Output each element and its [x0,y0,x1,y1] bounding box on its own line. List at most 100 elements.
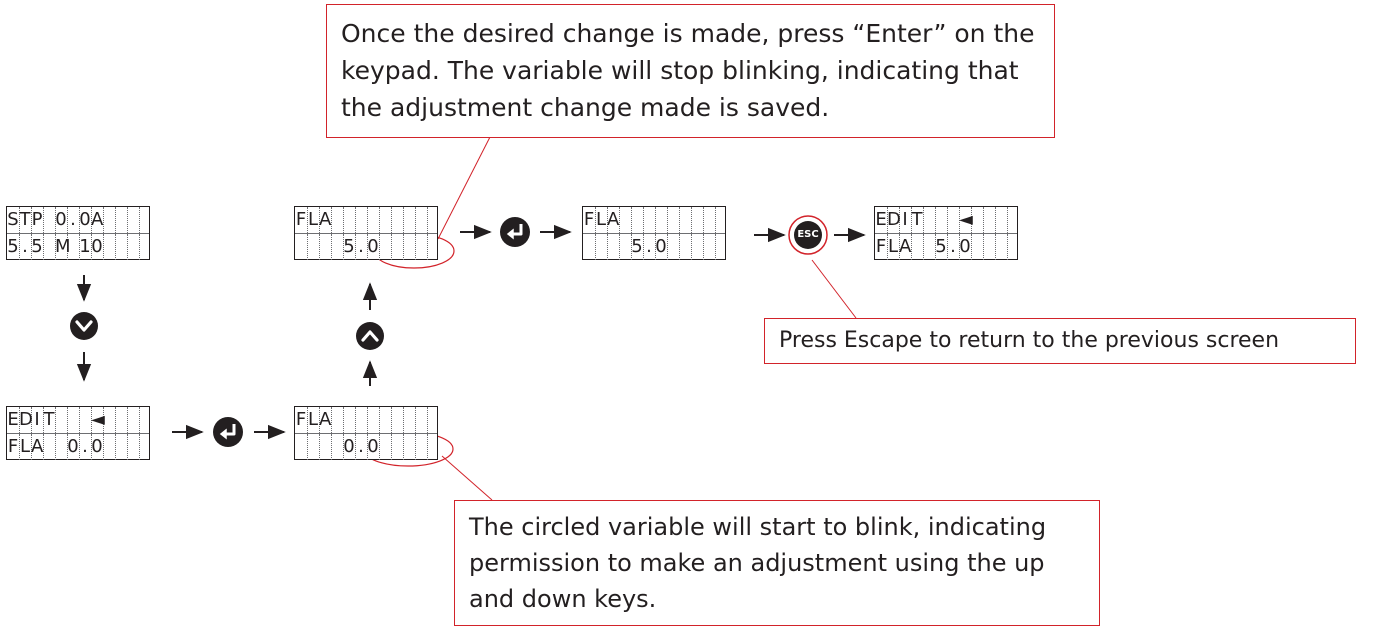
lcd-cell-divider [19,434,20,460]
lcd-cell-divider [307,207,308,233]
enter-callout: Once the desired change is made, press “… [326,4,1055,138]
lcd-cell-divider [343,434,344,460]
lcd-character: 0 [67,436,79,457]
lcd-cell-divider [619,207,620,233]
lcd-cell-divider [55,407,56,433]
lcd-cell-divider [55,434,56,460]
lcd-row-divider [583,233,725,234]
lcd-cell-divider [67,434,68,460]
lcd-character: T [43,409,55,430]
lcd-cell-divider [427,234,428,260]
lcd-character: L [887,236,899,257]
lcd-character: E [7,409,19,430]
lcd-cell-divider [115,407,116,433]
lcd-cell-divider [55,234,56,260]
lcd-cell-divider [79,207,80,233]
lcd-cell-divider [127,234,128,260]
lcd-cell-divider [415,407,416,433]
lcd-character: A [607,209,620,230]
lcd-cell-divider [715,207,716,233]
lcd-cell-divider [103,407,104,433]
lcd-cell-divider [427,407,428,433]
lcd-character: T [19,209,31,230]
lcd-cell-divider [115,207,116,233]
lcd-cell-divider [703,234,704,260]
lcd-cell-divider [947,234,948,260]
lcd-cell-divider [887,207,888,233]
lcd-cell-divider [403,434,404,460]
lcd-cell-divider [935,234,936,260]
lcd-cell-divider [403,407,404,433]
lcd-cell-divider [367,434,368,460]
lcd-character: I [902,209,908,230]
lcd-cell-divider [115,234,116,260]
lcd-character: . [82,436,88,457]
enter-callout-leader [437,136,491,240]
enter-callout-text: Once the desired change is made, press “… [341,19,1035,122]
lcd-character: . [646,236,652,257]
lcd-cell-divider [995,207,996,233]
lcd-character: L [307,409,319,430]
lcd-cell-divider [343,407,344,433]
lcd-cell-divider [43,207,44,233]
lcd-cell-divider [319,407,320,433]
lcd-cell-divider [307,234,308,260]
enter-key-icon [213,417,243,447]
lcd-cell-divider [1007,234,1008,260]
lcd-cell-divider [391,434,392,460]
lcd-character: . [358,436,364,457]
lcd-cell-divider [127,207,128,233]
lcd-cell-divider [19,234,20,260]
lcd-character: F [583,209,595,230]
lcd-cell-divider [343,234,344,260]
lcd-cell-divider [691,207,692,233]
lcd-cell-divider [959,207,960,233]
lcd-character: P [31,209,43,230]
blink-callout-text: The circled variable will start to blink… [469,513,1047,613]
lcd-cell-divider [703,207,704,233]
lcd-cell-divider [415,234,416,260]
lcd-cell-divider [355,207,356,233]
lcd-row-divider [875,233,1017,234]
lcd-character: D [19,409,33,430]
lcd-cell-divider [415,207,416,233]
lcd-cell-divider [631,207,632,233]
lcd-cell-divider [427,434,428,460]
lcd-cell-divider [923,234,924,260]
lcd-character: . [70,209,76,230]
lcd-cell-divider [115,434,116,460]
lcd-cell-divider [667,207,668,233]
lcd-cell-divider [67,407,68,433]
lcd-cell-divider [971,234,972,260]
lcd-character: L [307,209,319,230]
lcd-cell-divider [31,207,32,233]
lcd-character: 1 [79,236,91,257]
lcd-cell-divider [79,407,80,433]
lcd-character: A [319,409,332,430]
lcd-cell-divider [643,207,644,233]
lcd-cell-divider [31,407,32,433]
lcd-character: 5 [631,236,643,257]
lcd-character: 0 [91,236,103,257]
lcd-cell-divider [595,234,596,260]
lcd-cell-divider [379,207,380,233]
lcd-cell-divider [79,234,80,260]
lcd-character: F [875,236,887,257]
lcd-character: E [875,209,887,230]
blink-callout-leader [441,455,493,501]
lcd-character: F [7,436,19,457]
lcd-cell-divider [331,434,332,460]
lcd-character: 0 [367,236,379,257]
lcd-cell-divider [307,434,308,460]
lcd-cell-divider [43,407,44,433]
escape-callout-text: Press Escape to return to the previous s… [779,328,1280,353]
lcd-cell-divider [31,234,32,260]
lcd-row-divider [7,233,149,234]
lcd-cell-divider [403,234,404,260]
lcd-cell-divider [91,207,92,233]
lcd-cell-divider [379,434,380,460]
lcd-cell-divider [995,234,996,260]
lcd-row-divider [295,433,437,434]
